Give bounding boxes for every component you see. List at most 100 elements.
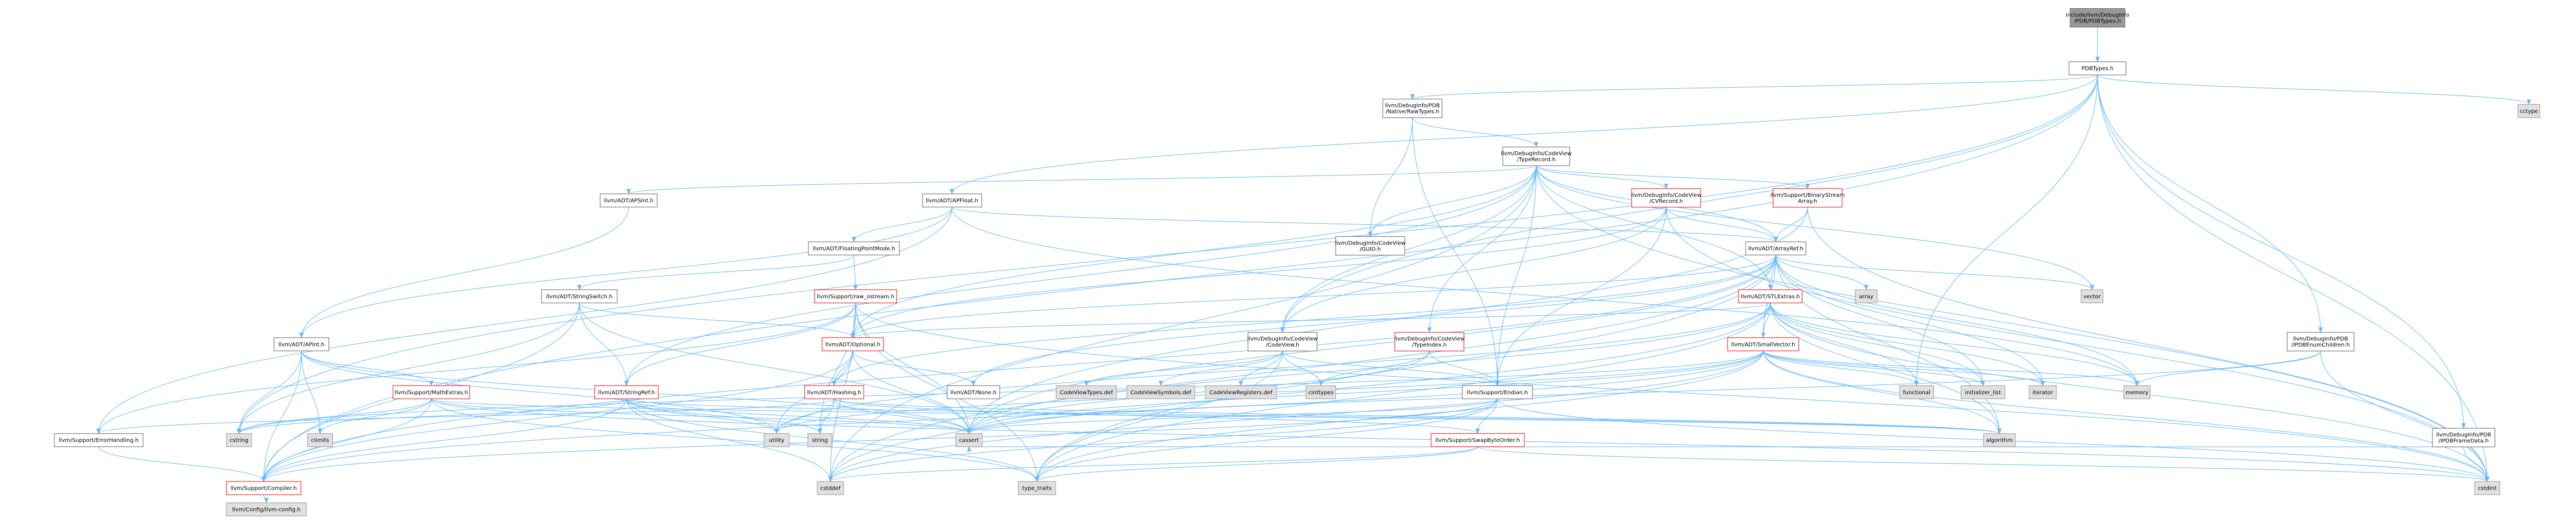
node-box bbox=[1983, 433, 2016, 447]
edge bbox=[1770, 303, 1985, 387]
node-stringref[interactable]: llvm/ADT/StringRef.h bbox=[594, 385, 659, 399]
node-label: llvm/ADT/STLExtras.h bbox=[1741, 294, 1800, 300]
node-hashing[interactable]: llvm/ADT/Hashing.h bbox=[804, 385, 864, 399]
edge bbox=[1412, 117, 1500, 387]
node-functional[interactable]: functional bbox=[1899, 385, 1934, 399]
edge bbox=[624, 166, 1537, 387]
node-cvrecord[interactable]: llvm/DebugInfo/CodeView/CVRecord.h bbox=[1631, 188, 1702, 208]
node-cstddef[interactable]: cstddef bbox=[817, 481, 844, 495]
edge-mathextras-to-cstring bbox=[237, 399, 432, 434]
node-arrayref[interactable]: llvm/ADT/ArrayRef.h bbox=[1745, 241, 1806, 256]
node-nativeraw[interactable]: llvm/DebugInfo/PDB/Native/RawTypes.h bbox=[1382, 99, 1443, 118]
edge bbox=[1319, 351, 1430, 387]
node-vector[interactable]: vector bbox=[2081, 289, 2104, 303]
node-llvmconfig[interactable]: llvm/Config/llvm-config.h bbox=[226, 502, 307, 517]
node-smallvector[interactable]: llvm/ADT/SmallVector.h bbox=[1727, 337, 1799, 351]
node-box bbox=[1745, 241, 1806, 256]
node-box bbox=[1056, 385, 1117, 399]
edge bbox=[2320, 351, 2489, 483]
node-apsint[interactable]: llvm/ADT/APSInt.h bbox=[600, 194, 658, 208]
edge-stlextras-to-optional bbox=[851, 303, 1771, 338]
node-algorithm[interactable]: algorithm bbox=[1983, 433, 2016, 447]
node-cstdint[interactable]: cstdint bbox=[2474, 481, 2500, 495]
edge bbox=[299, 207, 629, 338]
node-box bbox=[1205, 385, 1277, 399]
node-typetraits[interactable]: type_traits bbox=[1018, 481, 1056, 495]
node-fpmode[interactable]: llvm/ADT/FloatingPointMode.h bbox=[808, 241, 900, 256]
edge bbox=[1239, 351, 1283, 387]
edge bbox=[237, 75, 2098, 434]
node-label: type_traits bbox=[1022, 486, 1051, 492]
edge bbox=[301, 350, 322, 434]
node-string[interactable]: string bbox=[807, 433, 833, 447]
node-typerecord[interactable]: llvm/DebugInfo/CodeView/TypeRecord.h bbox=[1501, 146, 1572, 166]
node-enumchildren[interactable]: llvm/DebugInfo/PDB/IPDBEnumChildren.h bbox=[2287, 332, 2355, 351]
node-initlist[interactable]: initializer_list bbox=[1961, 385, 2005, 399]
node-compiler[interactable]: llvm/Support/Compiler.h bbox=[226, 481, 301, 495]
edge-arrayref-to-algorithm bbox=[1775, 255, 2002, 434]
node-typeindex[interactable]: llvm/DebugInfo/CodeView/TypeIndex.h bbox=[1394, 332, 1465, 351]
node-codeview[interactable]: llvm/DebugInfo/CodeView/CodeView.h bbox=[1247, 332, 1318, 351]
edge-pdbtypes-to-functional bbox=[1914, 75, 2098, 387]
edge-stlextras-to-algorithm bbox=[1770, 303, 2002, 434]
node-none[interactable]: llvm/ADT/None.h bbox=[947, 385, 1000, 399]
node-apfloat[interactable]: llvm/ADT/APFloat.h bbox=[922, 194, 982, 208]
edge bbox=[851, 207, 1667, 338]
node-memory[interactable]: memory bbox=[2123, 385, 2151, 399]
node-label: include/llvm/DebugInfo bbox=[2066, 13, 2129, 19]
edge bbox=[2097, 75, 2466, 429]
node-label: utility bbox=[769, 438, 785, 444]
edge bbox=[579, 303, 855, 338]
node-climits[interactable]: climits bbox=[307, 433, 333, 447]
node-cassert[interactable]: cassert bbox=[955, 433, 983, 447]
node-box bbox=[808, 241, 900, 256]
edge-apfloat-to-memory bbox=[951, 207, 2139, 387]
node-errorhandling[interactable]: llvm/Support/ErrorHandling.h bbox=[54, 433, 144, 447]
node-cvtypesdef[interactable]: CodeViewTypes.def bbox=[1056, 385, 1117, 399]
node-pdbtypes[interactable]: PDBTypes.h bbox=[2068, 61, 2127, 76]
node-array[interactable]: array bbox=[1855, 289, 1878, 303]
node-stlextras[interactable]: llvm/ADT/STLExtras.h bbox=[1738, 289, 1803, 303]
edge bbox=[1282, 351, 1500, 387]
edge-apint-to-cstring bbox=[237, 350, 302, 434]
node-box bbox=[1247, 332, 1318, 351]
node-cinttypes[interactable]: cinttypes bbox=[1306, 385, 1336, 399]
node-cvsymbolsdef[interactable]: CodeViewSymbols.def bbox=[1126, 385, 1195, 399]
edge-stlextras-to-functional bbox=[1770, 303, 1919, 387]
edge bbox=[1368, 117, 1413, 237]
node-rawostream[interactable]: llvm/Support/raw_ostream.h bbox=[814, 289, 897, 303]
edge-cvrecord-to-codeview bbox=[1280, 207, 1667, 333]
node-endian[interactable]: llvm/Support/Endian.h bbox=[1462, 385, 1533, 399]
node-box bbox=[2287, 332, 2355, 351]
node-optional[interactable]: llvm/ADT/Optional.h bbox=[822, 337, 884, 351]
node-iterator[interactable]: iterator bbox=[2028, 385, 2057, 399]
node-mathextras[interactable]: llvm/Support/MathExtras.h bbox=[392, 385, 470, 399]
edge bbox=[626, 399, 822, 434]
edge bbox=[852, 350, 971, 434]
edge-pdbtypes-to-cctype bbox=[2097, 75, 2531, 105]
edge-rawostream-to-stringref bbox=[624, 303, 856, 387]
node-guid[interactable]: llvm/DebugInfo/CodeView/GUID.h bbox=[1335, 236, 1406, 256]
node-utility[interactable]: utility bbox=[763, 433, 790, 447]
edge-typerecord-to-vector bbox=[1536, 166, 2094, 291]
edge bbox=[318, 399, 432, 434]
node-cctype[interactable]: cctype bbox=[2517, 104, 2540, 118]
node-swapbyteorder[interactable]: llvm/Support/SwapByteOrder.h bbox=[1431, 433, 1525, 447]
edge bbox=[2135, 351, 2321, 387]
node-label: llvm/Support/Endian.h bbox=[1467, 390, 1528, 396]
node-box bbox=[814, 289, 897, 303]
node-box bbox=[1382, 99, 1443, 118]
edge bbox=[261, 399, 1498, 483]
node-framedata[interactable]: llvm/DebugInfo/PDB/IPDBFrameData.h bbox=[2432, 428, 2495, 447]
edge-errorhandling-to-compiler bbox=[98, 446, 266, 483]
node-label: llvm/ADT/SmallVector.h bbox=[1731, 342, 1796, 348]
node-cstring[interactable]: cstring bbox=[226, 433, 252, 447]
node-label: vector bbox=[2083, 294, 2101, 300]
edge bbox=[261, 350, 853, 483]
edge-stringref-to-utility bbox=[626, 399, 779, 434]
node-cvregistersdef[interactable]: CodeViewRegisters.def bbox=[1205, 385, 1277, 399]
edge-stringswitch-to-cassert bbox=[579, 303, 971, 434]
node-apint[interactable]: llvm/ADT/APInt.h bbox=[273, 337, 329, 351]
node-stringswitch[interactable]: llvm/ADT/StringSwitch.h bbox=[541, 289, 618, 303]
